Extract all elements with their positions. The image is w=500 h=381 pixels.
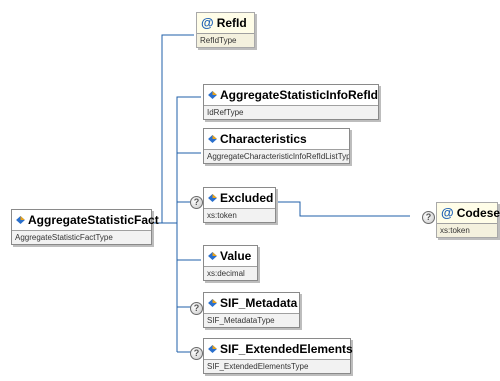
child-type: AggregateCharacteristicInfoRefIdListType — [204, 149, 349, 163]
child-node-sif-extendedelements[interactable]: SIF_ExtendedElements SIF_ExtendedElement… — [203, 338, 353, 374]
child-type: SIF_MetadataType — [204, 313, 299, 327]
child-name: AggregateStatisticInfoRefId — [220, 88, 379, 102]
child-node-excluded[interactable]: Excluded xs:token — [203, 187, 276, 223]
question-icon: ? — [190, 347, 203, 360]
question-icon: ? — [190, 196, 203, 209]
element-diamond-icon — [208, 299, 217, 307]
child-type: xs:decimal — [204, 266, 257, 280]
at-sign-icon: @ — [441, 205, 454, 220]
element-diamond-icon — [16, 216, 25, 224]
root-to-refid-connector — [152, 34, 194, 224]
question-icon: ? — [422, 211, 435, 224]
refid-type: RefIdType — [197, 33, 254, 47]
codeset-type: xs:token — [437, 223, 497, 237]
at-sign-icon: @ — [201, 15, 214, 30]
child-type: xs:token — [204, 208, 275, 222]
root-node[interactable]: AggregateStatisticFact AggregateStatisti… — [11, 209, 159, 245]
element-diamond-icon — [208, 252, 217, 260]
element-diamond-icon — [208, 135, 217, 143]
root-type: AggregateStatisticFactType — [12, 230, 151, 244]
element-diamond-icon — [208, 194, 217, 202]
child-type: SIF_ExtendedElementsType — [204, 359, 350, 373]
child-name: SIF_Metadata — [220, 296, 298, 310]
refid-name: RefId — [216, 16, 247, 30]
child-name: SIF_ExtendedElements — [220, 342, 353, 356]
child-name: Excluded — [220, 191, 274, 205]
question-icon: ? — [190, 302, 203, 315]
child-node-sif-metadata[interactable]: SIF_Metadata SIF_MetadataType — [203, 292, 300, 328]
child-name: Value — [220, 249, 252, 263]
child-type: IdRefType — [204, 105, 378, 119]
refid-attribute-node[interactable]: @RefId RefIdType — [196, 12, 255, 48]
child-node-aggregatestatisticinforefid[interactable]: AggregateStatisticInfoRefId IdRefType — [203, 84, 379, 120]
child-node-characteristics[interactable]: Characteristics AggregateCharacteristicI… — [203, 128, 350, 164]
element-diamond-icon — [208, 345, 217, 353]
child-node-value[interactable]: Value xs:decimal — [203, 245, 258, 281]
root-name: AggregateStatisticFact — [28, 213, 159, 227]
element-diamond-icon — [208, 91, 217, 99]
child-name: Characteristics — [220, 132, 307, 146]
codeset-name: Codeset — [456, 206, 500, 220]
excluded-to-codeset-connector — [276, 201, 410, 217]
codeset-attribute-node[interactable]: @Codeset xs:token — [436, 202, 500, 238]
